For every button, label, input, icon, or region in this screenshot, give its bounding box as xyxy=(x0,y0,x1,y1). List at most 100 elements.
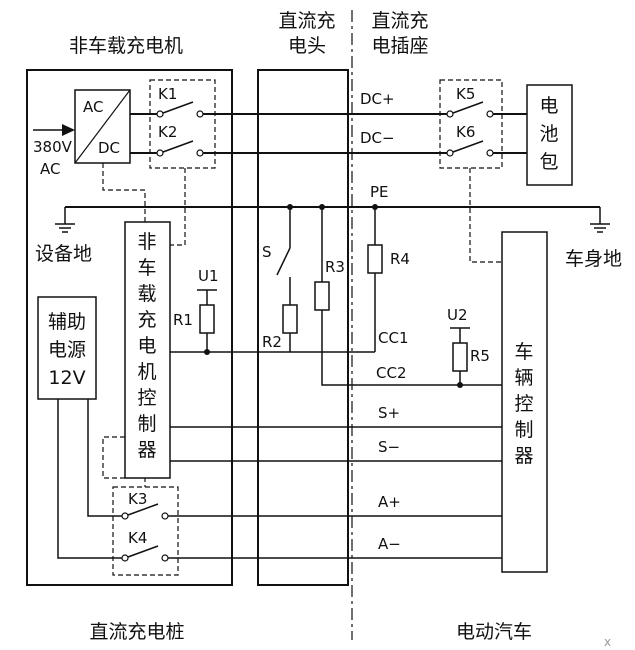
input-voltage-label: 380V xyxy=(33,138,73,156)
vehicle-controller-char-4: 制 xyxy=(514,419,533,441)
r5-label: R5 xyxy=(470,347,490,365)
k2-label: K2 xyxy=(158,123,177,141)
r2-label: R2 xyxy=(262,333,282,351)
a-plus-label: A+ xyxy=(378,493,401,511)
charger-controller-char-7: 控 xyxy=(137,387,156,409)
battery-pack-char-1: 电 xyxy=(539,95,558,117)
cc2-junction-dot xyxy=(457,382,463,388)
offboard-charger-title: 非车载充电机 xyxy=(69,35,183,57)
k2-contact-b xyxy=(196,149,204,157)
k6-label: K6 xyxy=(456,123,475,141)
k1-label: K1 xyxy=(158,85,177,103)
vehicle-controller-char-3: 控 xyxy=(514,393,533,415)
r3-label: R3 xyxy=(325,258,345,276)
charger-controller-char-3: 载 xyxy=(137,283,156,305)
k3-contact-a xyxy=(121,512,129,520)
k5-contact-b xyxy=(486,110,494,118)
aux-power-supply xyxy=(37,296,97,400)
battery-pack-char-3: 包 xyxy=(539,151,558,173)
r1-label: R1 xyxy=(173,311,193,329)
vehicle-controller-char-1: 车 xyxy=(514,341,533,363)
cc1-label: CC1 xyxy=(378,329,409,347)
k5-k6-relay-group xyxy=(439,79,503,169)
aux-power-line-1: 辅助 xyxy=(48,311,86,333)
s-minus-label: S− xyxy=(378,438,400,456)
r1-resistor xyxy=(199,304,215,334)
vehicle-controller xyxy=(501,231,548,573)
r2-resistor xyxy=(282,304,298,334)
k1-contact-b xyxy=(196,110,204,118)
pe-label: PE xyxy=(370,183,389,201)
charger-controller-char-1: 非 xyxy=(137,231,156,253)
charger-controller xyxy=(124,221,171,479)
converter-diagonal xyxy=(74,89,131,164)
u2-label: U2 xyxy=(447,306,468,324)
charger-controller-char-6: 机 xyxy=(137,361,156,383)
aux-power-line-2: 电源 xyxy=(48,339,86,361)
a-minus-label: A− xyxy=(378,535,401,553)
aux-minus-wire-in xyxy=(57,399,122,559)
battery-pack xyxy=(526,84,573,186)
k3-contact-b xyxy=(161,512,169,520)
vehicle-controller-char-5: 器 xyxy=(514,445,533,467)
dc-inlet-title-line2: 电插座 xyxy=(371,35,428,57)
k1-k2-control-link xyxy=(170,168,186,246)
k6-blade xyxy=(452,140,484,153)
converter-control-link xyxy=(102,163,146,222)
dc-plus-label: DC+ xyxy=(360,90,395,108)
k3-label: K3 xyxy=(128,490,147,508)
k3-k4-control-link xyxy=(102,436,125,479)
s-plus-label: S+ xyxy=(378,404,400,422)
dc-connector-title-line1: 直流充 xyxy=(278,10,335,32)
k6-contact-a xyxy=(446,149,454,157)
r5-resistor xyxy=(452,342,468,372)
k5-blade xyxy=(452,101,484,114)
aux-power-line-3: 12V xyxy=(48,367,85,389)
k2-contact-a xyxy=(156,149,164,157)
electric-vehicle-label: 电动汽车 xyxy=(456,621,532,643)
charger-controller-char-4: 充 xyxy=(137,309,156,331)
k5-contact-a xyxy=(446,110,454,118)
k5-k6-control-link xyxy=(469,168,502,263)
charger-controller-char-5: 电 xyxy=(137,335,156,357)
r3-resistor xyxy=(314,281,330,311)
k1-k2-relay-group xyxy=(149,79,216,169)
k3-blade xyxy=(127,503,159,516)
cc2-wire xyxy=(321,310,502,386)
dc-inlet-title-line1: 直流充 xyxy=(371,10,428,32)
k6-contact-b xyxy=(486,149,494,157)
converter-ac-label: AC xyxy=(83,98,103,116)
vehicle-ground-icon xyxy=(590,223,610,233)
converter-dc-label: DC xyxy=(98,139,120,157)
k4-contact-a xyxy=(121,554,129,562)
equipment-ground-label: 设备地 xyxy=(35,243,92,265)
r4-resistor xyxy=(367,244,383,274)
k1-blade xyxy=(162,101,194,114)
k4-blade xyxy=(127,545,159,558)
s-switch-blade xyxy=(276,247,291,276)
connector-box xyxy=(257,69,349,586)
charger-controller-char-8: 制 xyxy=(137,413,156,435)
r4-label: R4 xyxy=(390,250,410,268)
vehicle-controller-char-2: 辆 xyxy=(514,367,533,389)
ac-input-arrow-icon xyxy=(62,124,75,136)
s-label: S xyxy=(262,243,272,261)
charger-controller-char-2: 车 xyxy=(137,257,156,279)
dc-connector-title-line2: 电头 xyxy=(288,35,326,57)
watermark-text: x xyxy=(604,635,611,649)
charger-controller-char-9: 器 xyxy=(137,439,156,461)
k5-label: K5 xyxy=(456,85,475,103)
u1-label: U1 xyxy=(198,267,219,285)
dc-minus-label: DC− xyxy=(360,129,395,147)
charging-pile-label: 直流充电桩 xyxy=(89,621,184,643)
offboard-charger-box xyxy=(26,69,233,586)
k4-contact-b xyxy=(161,554,169,562)
equipment-ground-icon xyxy=(55,223,75,233)
vehicle-ground-label: 车身地 xyxy=(565,248,622,270)
aux-plus-wire-in xyxy=(87,399,122,517)
k2-blade xyxy=(162,140,194,153)
k4-label: K4 xyxy=(128,529,147,547)
battery-pack-char-2: 池 xyxy=(539,123,558,145)
input-type-label: AC xyxy=(40,160,60,178)
